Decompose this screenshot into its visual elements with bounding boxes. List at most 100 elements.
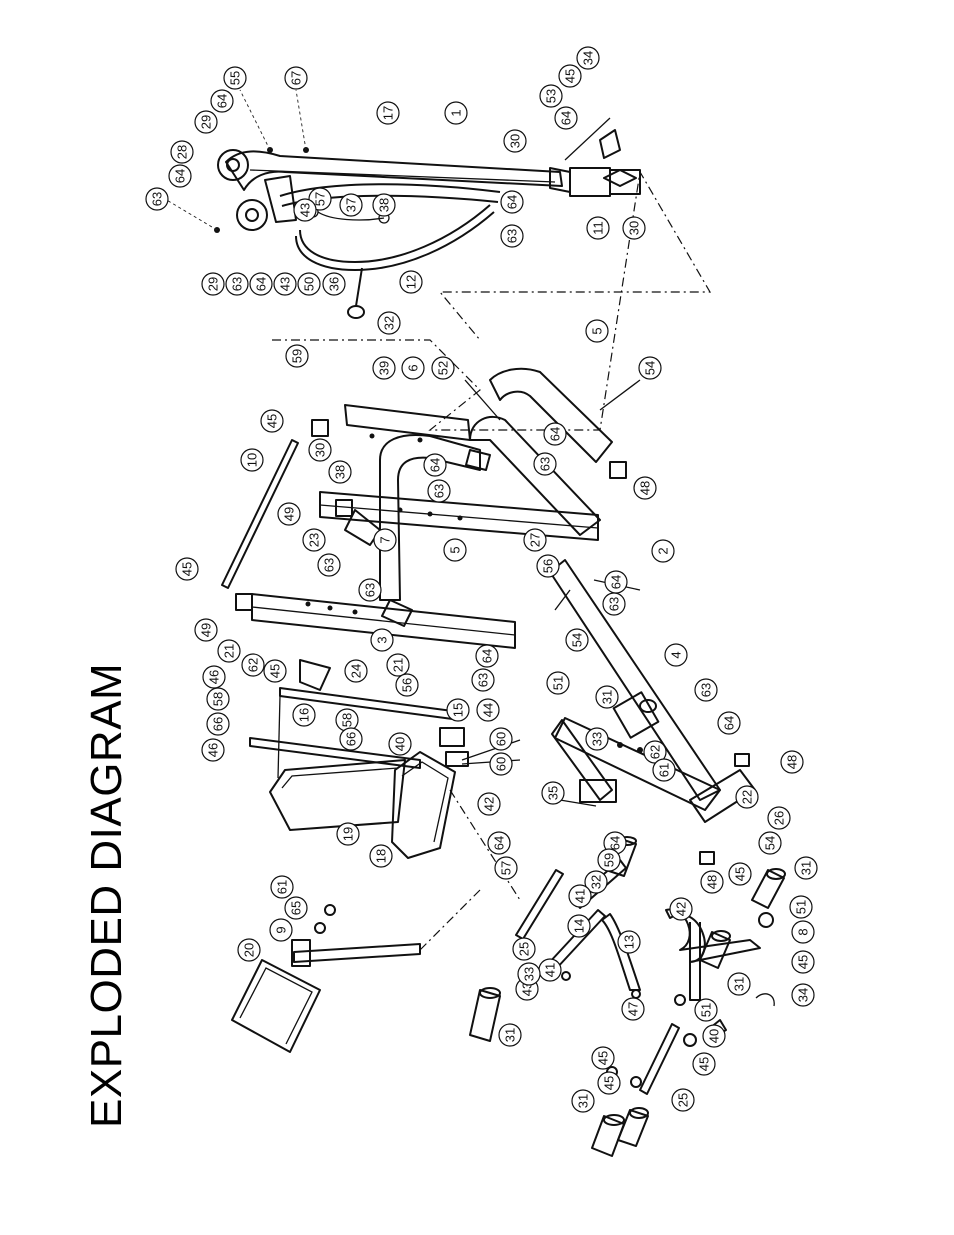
callout-number: 30 xyxy=(508,134,523,148)
callout-number: 45 xyxy=(796,955,811,969)
part-callout: 64 xyxy=(554,106,578,130)
callout-number: 51 xyxy=(699,1003,714,1017)
callout-circle xyxy=(373,528,397,552)
callout-number: 45 xyxy=(265,414,280,428)
callout-number: 64 xyxy=(722,716,737,730)
callout-circle xyxy=(388,732,412,756)
callout-circle xyxy=(500,190,524,214)
callout-circle xyxy=(571,1089,595,1113)
callout-circle xyxy=(292,703,316,727)
leg-developer-assembly xyxy=(449,789,786,1157)
callout-circle xyxy=(633,476,657,500)
callout-circle xyxy=(284,66,308,90)
callout-number: 1 xyxy=(449,109,464,116)
callout-circle xyxy=(443,538,467,562)
callout-circle xyxy=(475,644,499,668)
callout-number: 59 xyxy=(602,853,617,867)
callout-number: 63 xyxy=(505,229,520,243)
callout-circle xyxy=(369,844,393,868)
callout-number: 62 xyxy=(246,658,261,672)
callout-number: 63 xyxy=(322,558,337,572)
callout-circle xyxy=(423,453,447,477)
callout-circle xyxy=(735,785,759,809)
part-callout: 35 xyxy=(541,781,565,805)
part-callout: 59 xyxy=(285,344,309,368)
callout-circle xyxy=(339,727,363,751)
callout-number: 42 xyxy=(482,797,497,811)
callout-circle xyxy=(194,618,218,642)
part-callout: 64 xyxy=(210,89,234,113)
part-callout: 37 xyxy=(339,193,363,217)
callout-circle xyxy=(585,319,609,343)
part-callout: 45 xyxy=(791,950,815,974)
part-callout: 27 xyxy=(523,528,547,552)
callout-number: 32 xyxy=(382,316,397,330)
callout-circle xyxy=(702,1024,726,1048)
callout-number: 64 xyxy=(559,111,574,125)
part-callout: 5 xyxy=(443,538,467,562)
callout-number: 34 xyxy=(796,988,811,1002)
callout-number: 36 xyxy=(327,277,342,291)
part-callout: 19 xyxy=(336,822,360,846)
callout-circle xyxy=(444,101,468,125)
callout-circle xyxy=(175,557,199,581)
callout-number: 4 xyxy=(669,651,684,658)
callout-circle xyxy=(541,781,565,805)
callout-circle xyxy=(263,659,287,683)
callout-number: 38 xyxy=(377,198,392,212)
part-callout: 33 xyxy=(585,727,609,751)
callout-number: 49 xyxy=(282,507,297,521)
callout-circle xyxy=(692,1052,716,1076)
callout-number: 29 xyxy=(199,115,214,129)
part-callout: 46 xyxy=(202,665,226,689)
callout-circle xyxy=(671,1088,695,1112)
callout-number: 38 xyxy=(333,465,348,479)
callout-number: 45 xyxy=(180,562,195,576)
callout-number: 20 xyxy=(242,943,257,957)
part-callout: 59 xyxy=(597,848,621,872)
part-callout: 47 xyxy=(621,997,645,1021)
part-callout: 32 xyxy=(584,870,608,894)
callout-circle xyxy=(487,831,511,855)
part-callout: 39 xyxy=(372,356,396,380)
callout-circle xyxy=(284,896,308,920)
callout-circle xyxy=(202,665,226,689)
callout-number: 21 xyxy=(391,658,406,672)
callout-number: 66 xyxy=(211,717,226,731)
callout-circle xyxy=(471,668,495,692)
callout-number: 64 xyxy=(254,277,269,291)
callout-number: 39 xyxy=(377,361,392,375)
callout-number: 40 xyxy=(393,737,408,751)
callout-circle xyxy=(240,448,264,472)
callout-number: 8 xyxy=(796,928,811,935)
callout-circle xyxy=(302,528,326,552)
part-callout: 45 xyxy=(591,1046,615,1070)
callout-number: 7 xyxy=(378,536,393,543)
callout-number: 17 xyxy=(381,106,396,120)
part-callout: 45 xyxy=(263,659,287,683)
part-callout: 25 xyxy=(671,1088,695,1112)
callout-number: 49 xyxy=(199,623,214,637)
callout-circle xyxy=(758,831,782,855)
callout-circle xyxy=(664,643,688,667)
callout-number: 40 xyxy=(707,1029,722,1043)
part-callout: 62 xyxy=(643,740,667,764)
part-callout: 62 xyxy=(241,653,265,677)
callout-circle xyxy=(498,1023,522,1047)
base-frame-assembly xyxy=(549,559,756,865)
part-callout: 45 xyxy=(260,409,284,433)
part-callout: 10 xyxy=(240,448,264,472)
callout-number: 66 xyxy=(344,732,359,746)
part-callout: 57 xyxy=(494,856,518,880)
part-callout: 16 xyxy=(292,703,316,727)
part-callout: 11 xyxy=(586,216,610,240)
part-callout: 9 xyxy=(269,918,293,942)
leg-pad-assembly xyxy=(231,889,481,1053)
part-callout: 49 xyxy=(277,502,301,526)
callout-circle xyxy=(767,806,791,830)
part-callout: 61 xyxy=(652,758,676,782)
callout-number: 61 xyxy=(275,880,290,894)
callout-number: 37 xyxy=(344,198,359,212)
part-callout: 63 xyxy=(145,187,169,211)
callout-circle xyxy=(328,460,352,484)
